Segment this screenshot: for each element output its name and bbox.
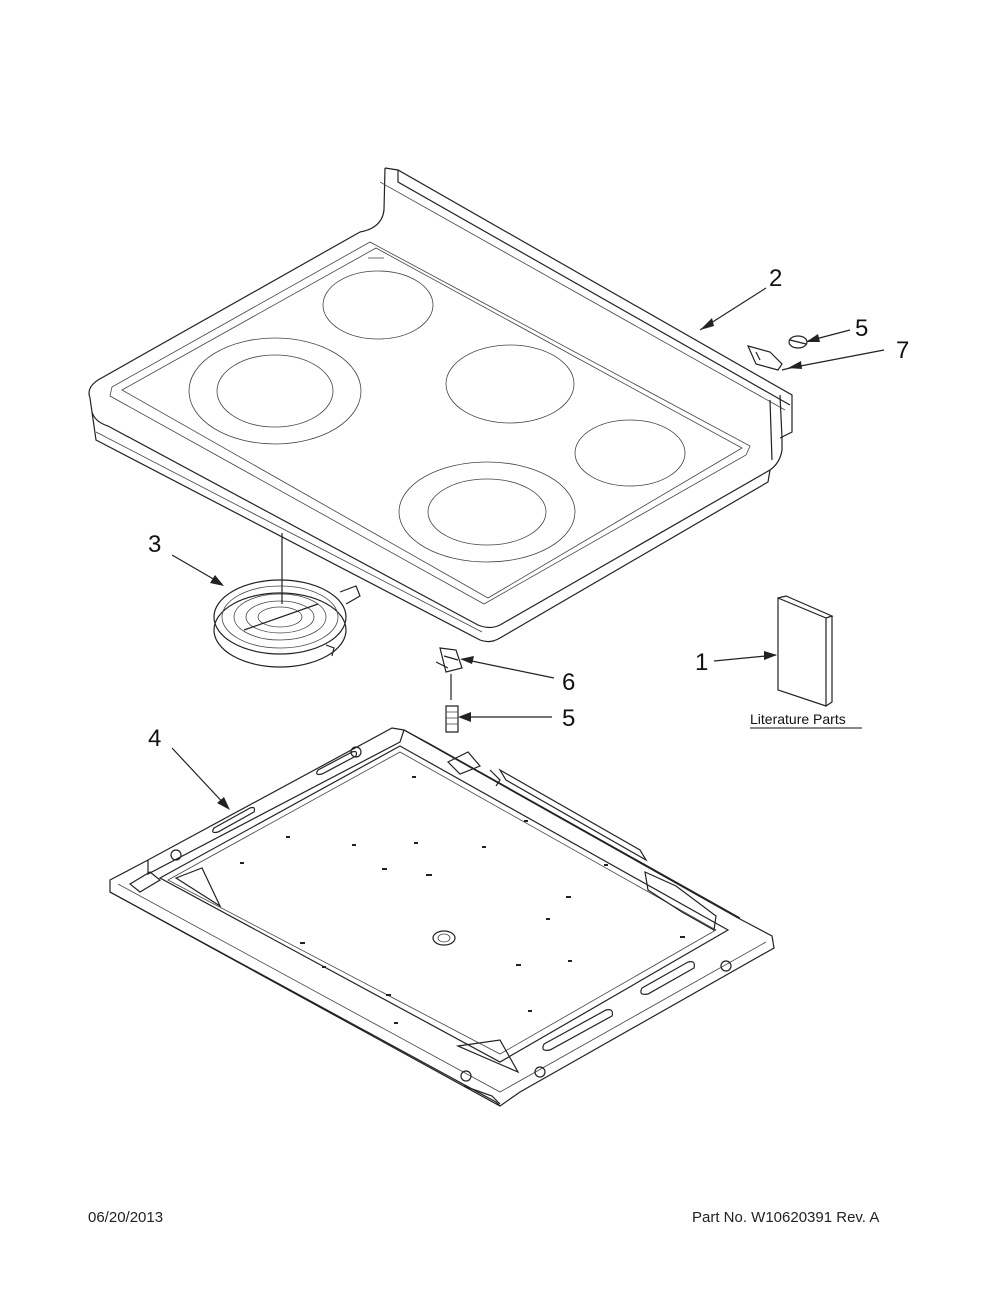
callout-3: 3 [148,531,161,558]
leader-lines [171,287,885,810]
callout-2: 2 [769,265,782,292]
leader-6 [461,658,555,679]
radiant-element [213,533,361,668]
callout-4: 4 [148,725,161,752]
literature-parts-label: Literature Parts [750,711,846,727]
callout-1: 1 [695,649,708,676]
callout-5-top: 5 [855,315,868,342]
burner-box [109,727,775,1107]
leader-7 [789,349,885,369]
footer-date: 06/20/2013 [88,1209,164,1226]
callout-7: 7 [896,337,909,364]
callout-5-bottom: 5 [562,705,575,732]
cooktop-main-top [88,167,793,643]
callout-6: 6 [562,669,575,696]
footer-part-number: Part No. W10620391 Rev. A [692,1209,880,1226]
clip-bracket-screw [435,647,463,733]
leader-4 [171,747,229,809]
literature-booklet [777,595,834,707]
